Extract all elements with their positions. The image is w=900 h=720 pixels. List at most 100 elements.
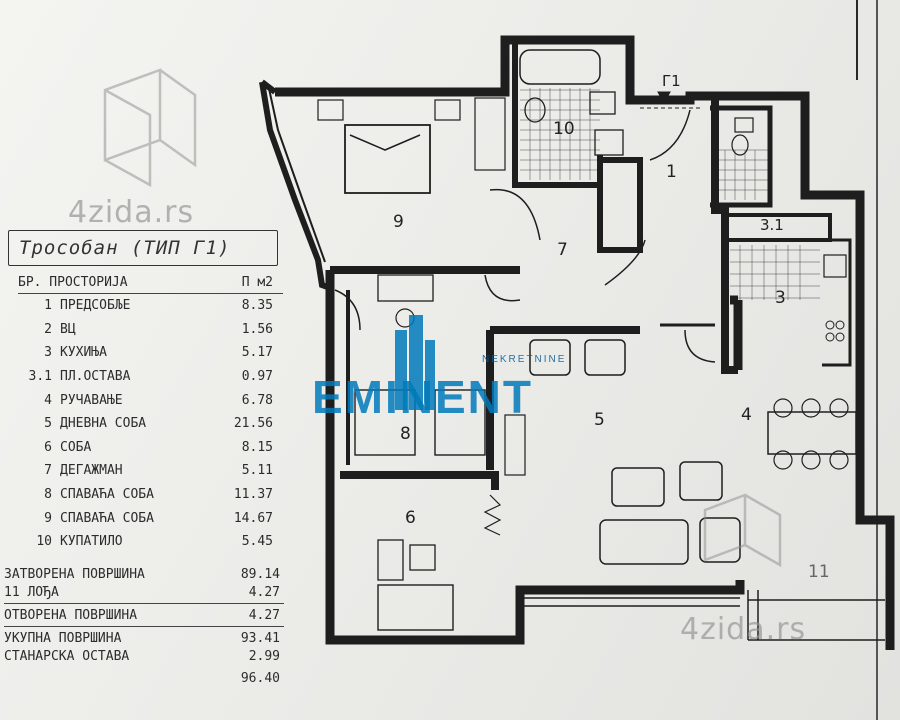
outer-wall-left <box>325 270 340 645</box>
outer-wall-right-low <box>730 295 743 370</box>
room-name: ПЛ.ОСТАВА <box>60 369 131 385</box>
chair <box>773 450 793 470</box>
total-row: 11 ЛОЂА 4.27 <box>4 583 284 601</box>
room-number: 1 <box>44 298 52 314</box>
room-number: 10 <box>36 534 52 550</box>
nightstand <box>434 99 461 121</box>
door-swing <box>489 188 541 241</box>
room-name: СПАВАЋА СОБА <box>60 510 154 526</box>
door-swing <box>649 109 691 161</box>
wall-kitchen-counter <box>822 238 852 367</box>
total-label: ОТВОРЕНА ПОВРШИНА <box>4 607 138 623</box>
room-name: КУПАТИЛО <box>60 534 123 550</box>
room-name: КУХИЊА <box>60 345 107 361</box>
room-label-3.1: 3.1 <box>760 216 784 234</box>
kitchen-tiles <box>730 245 820 300</box>
room-label-1: 1 <box>666 162 677 182</box>
frame-border-line <box>856 0 858 80</box>
wall-room6-top <box>340 471 499 490</box>
room-area: 5.17 <box>241 345 273 361</box>
room-name: СОБА <box>60 439 92 455</box>
sink <box>589 91 616 115</box>
room-label-7: 7 <box>557 240 568 260</box>
room-number: 7 <box>44 463 52 479</box>
total-value: 4.27 <box>248 584 280 600</box>
stove-burner <box>825 320 835 330</box>
sofa <box>599 519 689 565</box>
brand-logo-bar <box>395 330 407 410</box>
cut-total-row: 96.40 <box>4 669 284 687</box>
dining-table <box>767 411 857 455</box>
room-area: 6.78 <box>241 392 273 408</box>
tile-grid <box>520 88 600 180</box>
total-value: 93.41 <box>240 630 280 646</box>
bed-room6 <box>377 584 454 631</box>
kitchen-sink <box>823 254 847 278</box>
room-label-9: 9 <box>393 212 404 232</box>
chair <box>829 398 849 418</box>
watermark-logo <box>703 493 782 568</box>
wall-kitchen <box>711 100 738 374</box>
totals-divider <box>4 603 284 604</box>
chair <box>801 398 821 418</box>
total-label: 11 ЛОЂА <box>4 584 59 600</box>
plan-title: Трособан (ТИП Г1) <box>8 230 278 266</box>
room-name: ДНЕВНА СОБА <box>60 416 147 432</box>
outer-wall-bottom <box>340 580 745 645</box>
room-name: ВЦ <box>60 321 76 337</box>
tv-unit <box>504 414 526 476</box>
header-room: БР. ПРОСТОРИЈА <box>18 275 128 290</box>
armchair <box>584 339 626 376</box>
chair <box>801 450 821 470</box>
brand-watermark: EMINENT <box>312 371 533 423</box>
wall-pantry <box>725 213 832 242</box>
cut-total-value: 96.40 <box>240 670 280 686</box>
desk-room6 <box>377 539 404 581</box>
nightstand <box>317 99 344 121</box>
watermark-logo <box>103 68 197 188</box>
wardrobe <box>474 97 506 171</box>
room-row: 2 ВЦ 1.56 <box>18 318 273 342</box>
watermark-site-top: 4zida.rs <box>68 195 195 230</box>
door-swing <box>334 289 361 331</box>
totals-divider <box>4 626 284 627</box>
room-schedule-header: БР. ПРОСТОРИЈА П м2 <box>18 275 283 294</box>
room-number: 4 <box>44 392 52 408</box>
washer <box>594 129 624 156</box>
room-name: ДЕГАЖМАН <box>60 463 123 479</box>
room-number: 2 <box>44 321 52 337</box>
wc-tiles <box>715 149 770 200</box>
bathtub <box>519 49 601 85</box>
stove-burner <box>835 320 845 330</box>
wall-bath <box>512 40 603 188</box>
total-value: 2.99 <box>248 648 280 664</box>
wc-sink <box>734 117 754 133</box>
room-label-6: 6 <box>405 508 416 528</box>
room-label-5: 5 <box>594 410 605 430</box>
door-swing <box>684 329 716 363</box>
armchair <box>679 461 723 501</box>
room-area: 1.56 <box>241 321 273 337</box>
armchair <box>529 339 571 376</box>
brand-logo-bar <box>425 340 435 410</box>
radiator <box>483 494 502 536</box>
room-row: 3 КУХИЊА 5.17 <box>18 341 273 365</box>
brand-logo-bar <box>409 315 423 410</box>
room-number: 5 <box>44 416 52 432</box>
loggia-rail <box>747 590 885 641</box>
header-area: П м2 <box>241 275 273 290</box>
section-label: Г1 <box>662 72 681 90</box>
room-number: 3 <box>44 345 52 361</box>
